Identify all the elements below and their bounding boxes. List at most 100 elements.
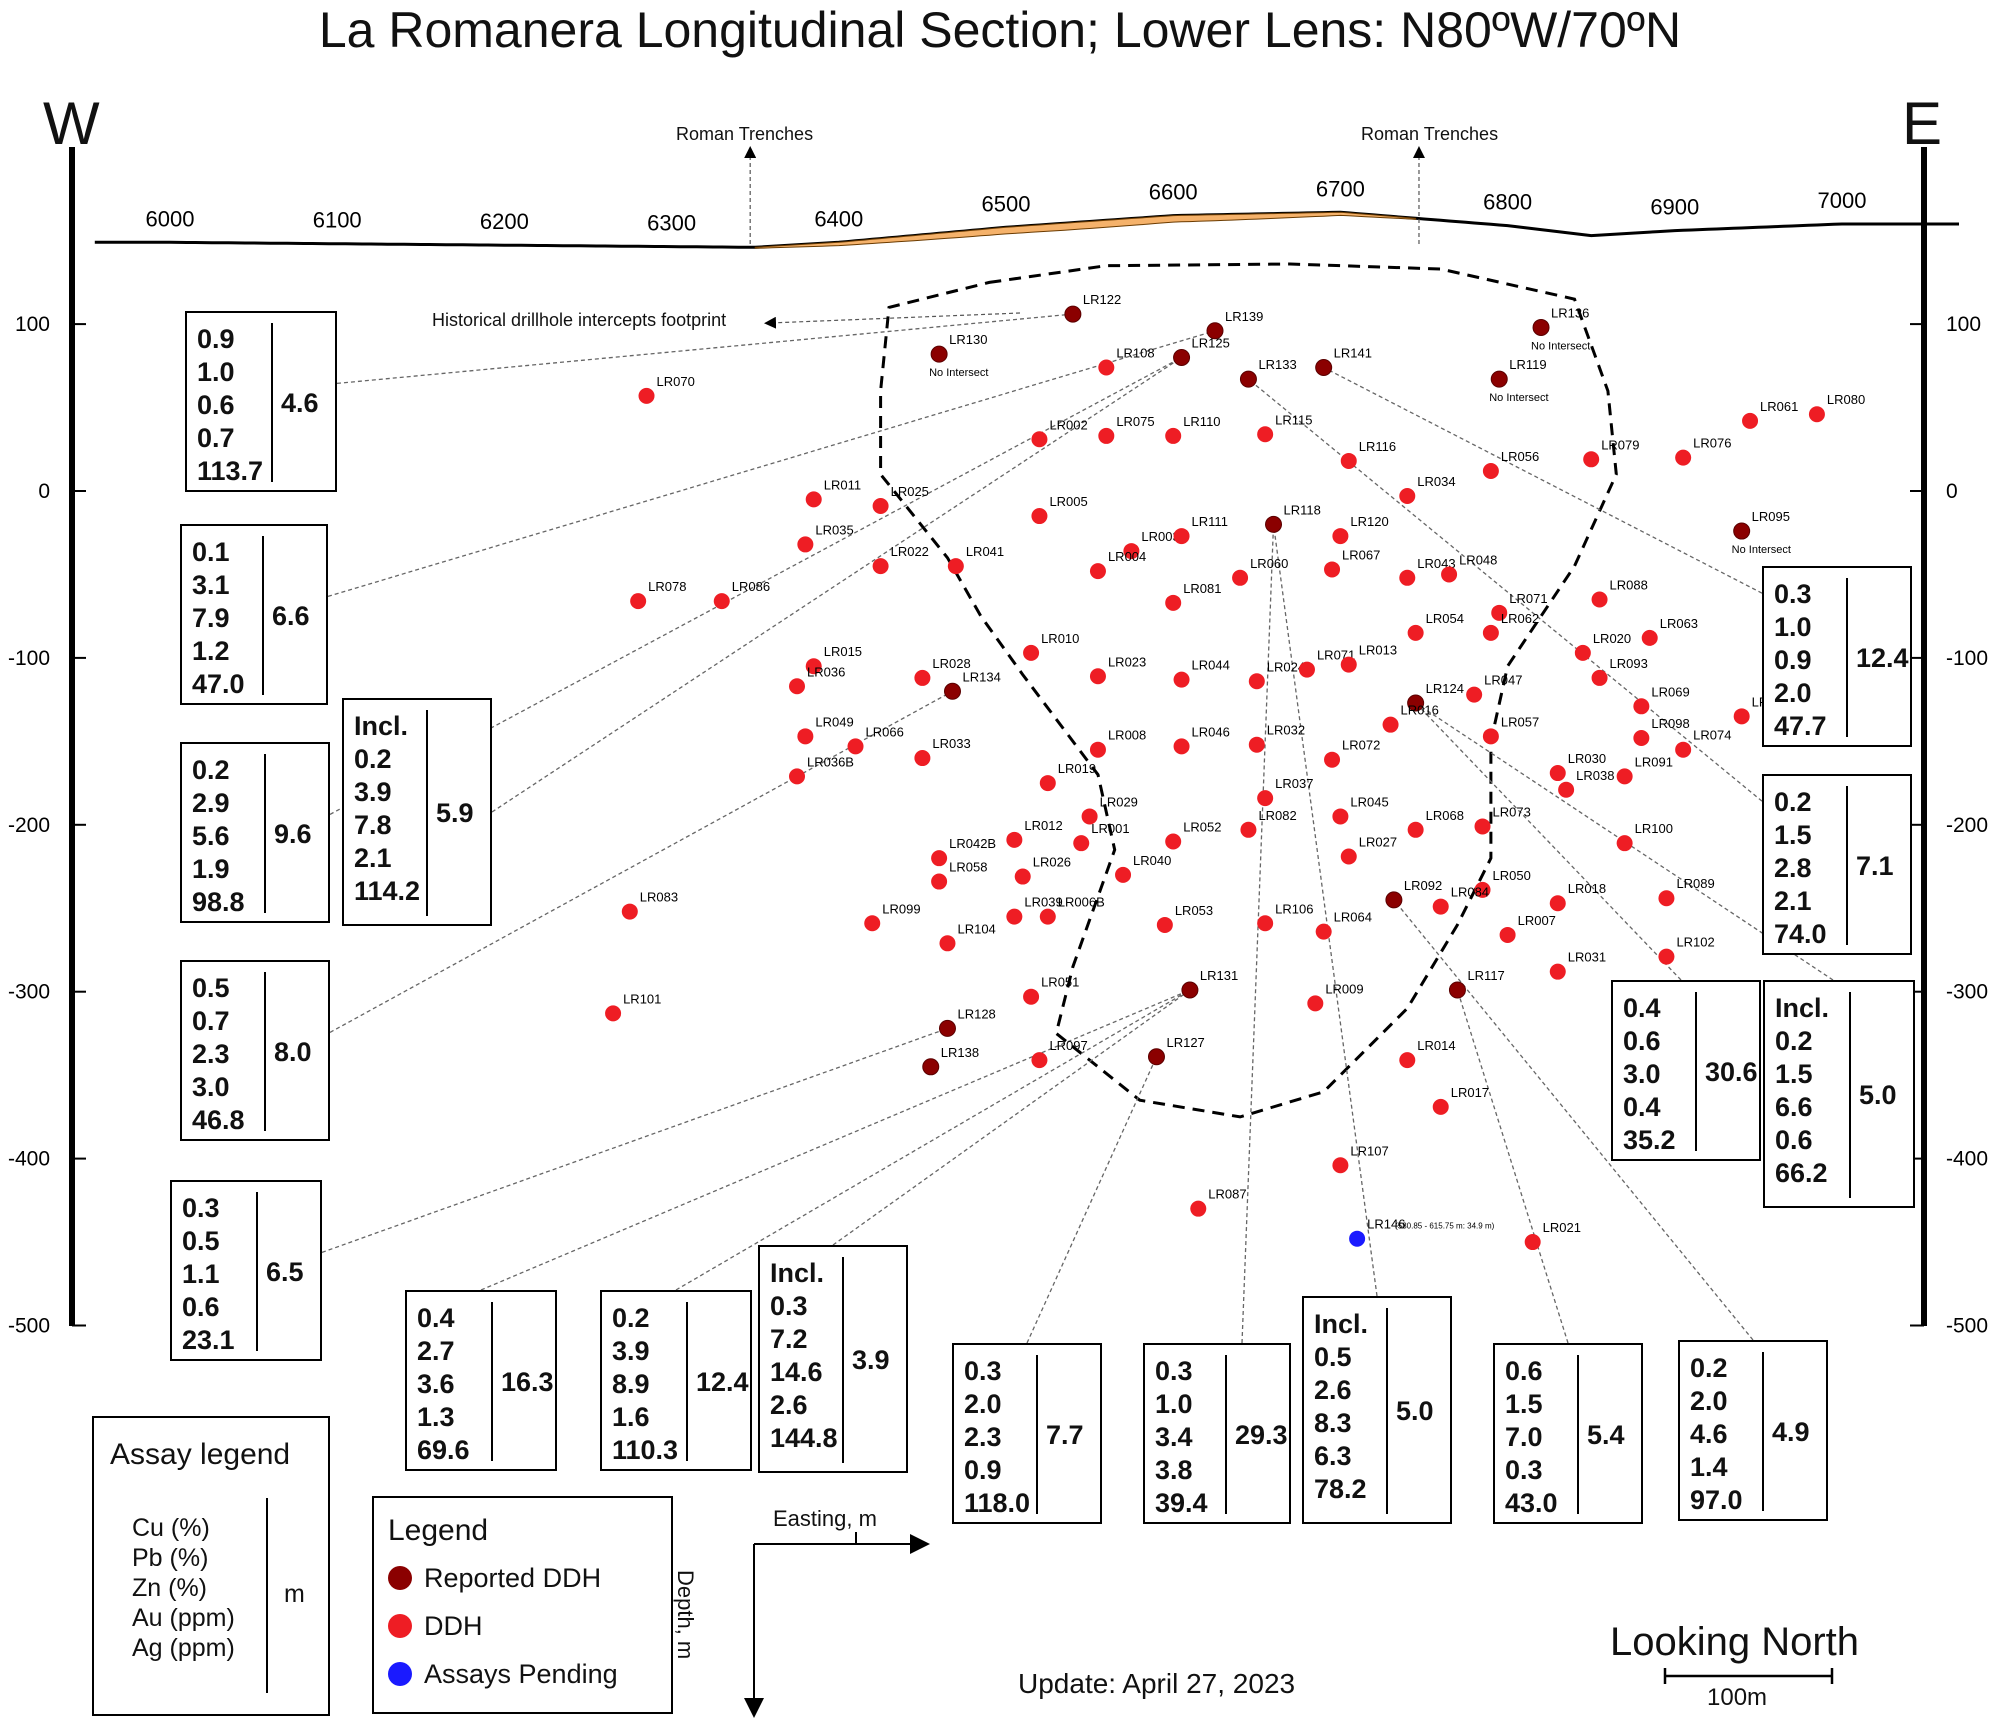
drillhole-label: LR115 [1275, 412, 1312, 427]
assay-value: 0.5 [192, 973, 230, 1003]
drillhole-label: LR052 [1183, 819, 1221, 834]
drillhole-note: No Intersect [929, 367, 988, 379]
drillhole-label: LR044 [1192, 658, 1230, 673]
interval-width: 7.1 [1856, 850, 1894, 881]
drillhole-label: LR138 [941, 1045, 979, 1060]
drillhole-label: LR007 [1518, 913, 1556, 928]
interval-width: 5.9 [436, 798, 474, 828]
drillhole-label: LR015 [824, 644, 862, 659]
drillhole-lr061 [1742, 412, 1759, 429]
assay-value: 2.6 [770, 1390, 808, 1420]
assay-value: 0.2 [612, 1303, 650, 1333]
drillhole-lr040 [1115, 866, 1132, 883]
drillhole-label: LR068 [1426, 808, 1464, 823]
drillhole-lr083 [621, 903, 638, 920]
drillhole-label: LR028 [932, 656, 970, 671]
assay-legend-divider [266, 1498, 268, 1693]
drillhole-label: LR063 [1660, 616, 1698, 631]
assay-value: 0.2 [1775, 1026, 1813, 1056]
box-divider [1577, 1355, 1579, 1514]
drillhole-lr058 [931, 873, 948, 890]
assay-value: 0.2 [354, 744, 392, 774]
drillhole-lr116 [1340, 452, 1357, 469]
assay-value: 4.6 [1690, 1419, 1728, 1449]
drillhole-label: LR084 [1451, 885, 1489, 900]
intercept-leader-line [321, 1027, 948, 1254]
assay-value: 0.4 [1623, 1092, 1661, 1122]
drillhole-lr075 [1098, 427, 1115, 444]
including-label: Incl. [770, 1258, 825, 1288]
drillhole-lr068 [1407, 821, 1424, 838]
drillhole-label: LR119 [1509, 357, 1546, 372]
intercept-leader-line [832, 989, 1191, 1246]
drillhole-label: LR102 [1676, 935, 1714, 950]
drillhole-label: LR120 [1350, 514, 1388, 529]
assay-value: 0.2 [192, 755, 230, 785]
drillhole-lr014 [1399, 1052, 1416, 1069]
drillhole-label: LR019 [1058, 761, 1096, 776]
drillhole-lr019 [1039, 775, 1056, 792]
assay-value: 144.8 [770, 1423, 838, 1453]
drillhole-label: LR069 [1651, 684, 1689, 699]
drillhole-label: LR020 [1593, 631, 1631, 646]
drillhole-lr050 [1474, 881, 1491, 898]
assay-value: 1.5 [1774, 820, 1812, 850]
drillhole-label: LR011 [824, 477, 861, 492]
box-divider [1846, 578, 1848, 737]
assay-legend-title: Assay legend [110, 1438, 291, 1471]
drillhole-label: LR051 [1041, 975, 1079, 990]
assay-value: 0.5 [182, 1226, 220, 1256]
box-divider [1849, 992, 1851, 1198]
drillhole-lr102 [1658, 948, 1675, 965]
drillhole-lr036b [789, 768, 805, 785]
assay-value: 1.0 [1774, 612, 1812, 642]
box-divider [426, 710, 428, 916]
assay-value: 0.4 [1623, 993, 1661, 1023]
drillhole-note: No Intersect [1531, 340, 1590, 352]
assay-value: 2.0 [964, 1389, 1002, 1419]
drillhole-label: LR076 [1693, 436, 1731, 451]
reported-ddh-swatch [388, 1566, 412, 1590]
drillhole-lr076 [1675, 449, 1692, 466]
drillhole-lr045 [1332, 808, 1349, 825]
drillhole-label: LR005 [1049, 494, 1087, 509]
interval-width: 4.9 [1772, 1416, 1810, 1447]
drillhole-label: LR091 [1635, 754, 1673, 769]
easting-tick-label: 6900 [1650, 195, 1699, 220]
drillhole-label: LR041 [966, 544, 1004, 559]
drillhole-lr087 [1190, 1200, 1207, 1217]
drillhole-label: LR017 [1451, 1085, 1489, 1100]
assay-value: 2.1 [354, 843, 392, 873]
drillhole-label: LR139 [1225, 309, 1263, 324]
drillhole-lr031 [1549, 963, 1566, 980]
drillhole-label: LR022 [891, 544, 929, 559]
assay-value: 2.9 [192, 788, 230, 818]
drillhole-lr036 [789, 678, 805, 695]
assay-value: 23.1 [182, 1325, 235, 1355]
drillhole-label: LR021 [1543, 1220, 1581, 1235]
drillhole-lr111 [1173, 528, 1190, 545]
drillhole-label: LR086 [732, 579, 770, 594]
box-divider [1846, 786, 1848, 945]
drillhole-lr099 [864, 915, 881, 932]
drillhole-lr089 [1658, 890, 1675, 907]
depth-axis-label: Depth, m [673, 1570, 698, 1660]
elevation-tick-label: -100 [8, 647, 50, 670]
elevation-tick-label: 100 [1946, 313, 1981, 336]
drillhole-lr008 [1089, 741, 1106, 758]
drillhole-note: (580.85 - 615.75 m: 34.9 m) [1395, 1222, 1495, 1231]
drillhole-lr001 [1073, 835, 1090, 852]
drillhole-lr078 [630, 593, 647, 610]
drillhole-label: LR046 [1192, 724, 1230, 739]
